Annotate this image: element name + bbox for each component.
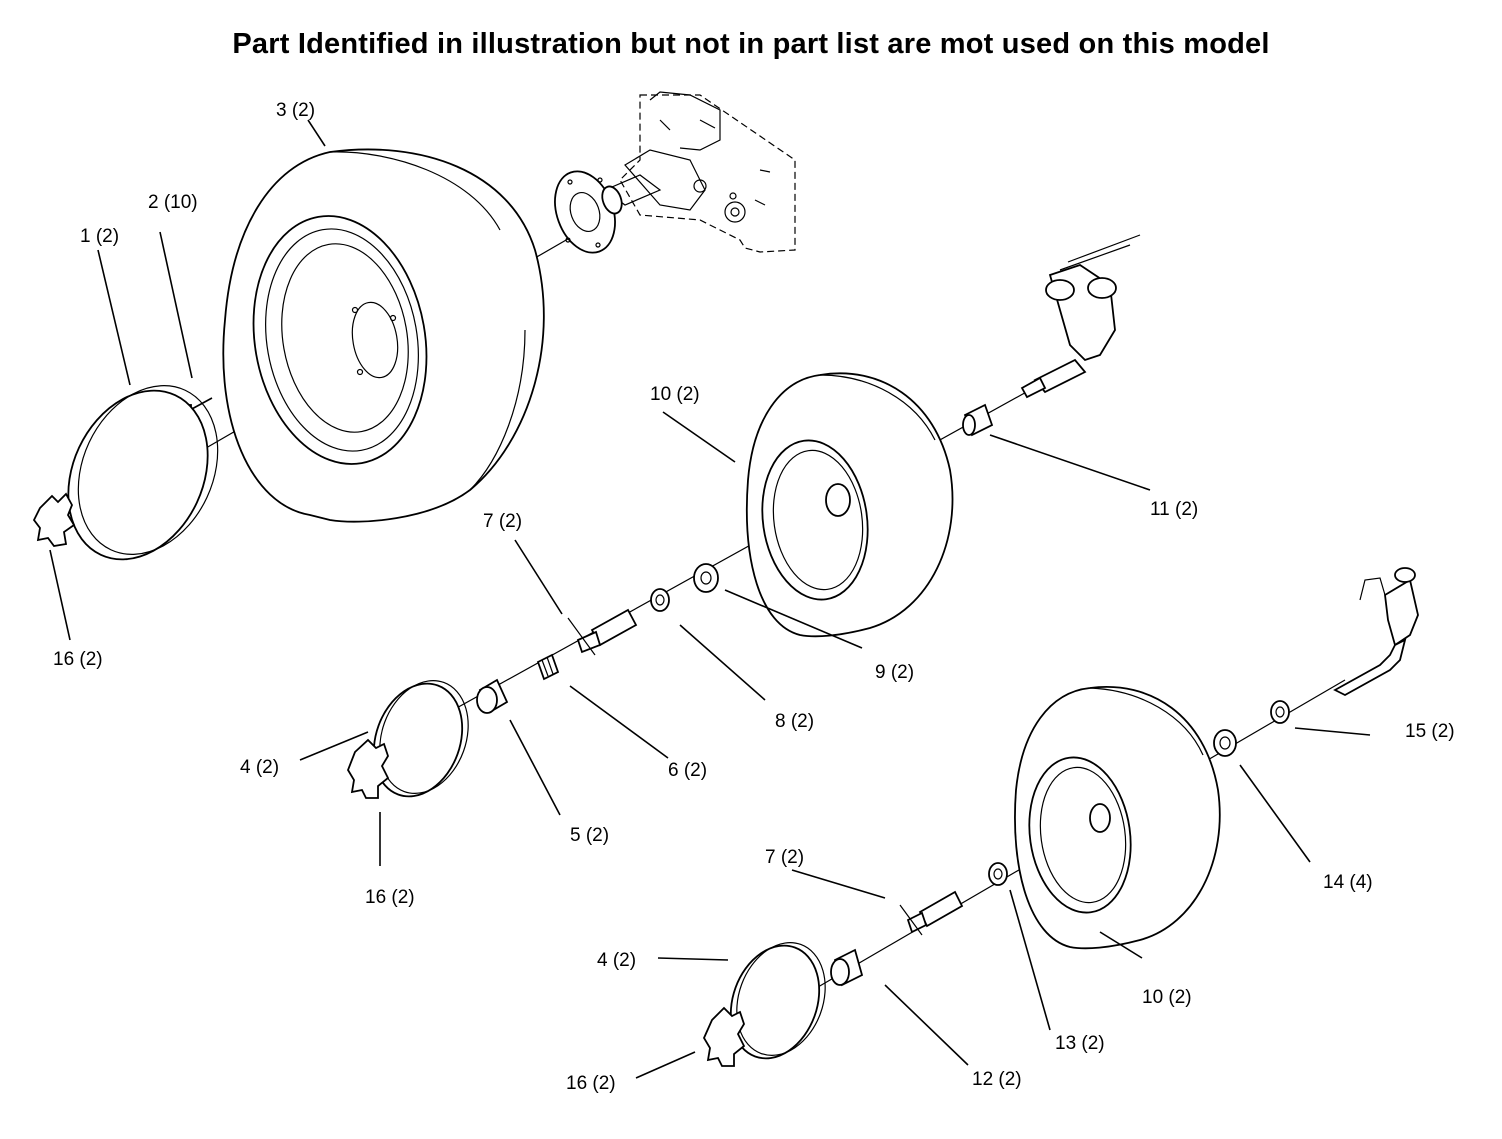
callout-labels: 1 (2) 2 (10) 3 (2) 4 (2) 4 (2) 5 (2) 6 (… [53, 100, 1455, 1094]
callout-14: 14 (4) [1323, 872, 1373, 893]
decal-upper [32, 492, 76, 547]
callout-7-upper: 7 (2) [483, 511, 522, 532]
washer-8 [650, 588, 670, 612]
washer-13 [988, 862, 1008, 886]
diagram-title: Part Identified in illustration but not … [232, 28, 1270, 60]
callout-10-lower: 10 (2) [1142, 987, 1192, 1008]
spacer-upper [962, 403, 994, 437]
rear-tire [222, 148, 545, 523]
callout-2: 2 (10) [148, 192, 198, 213]
callout-7-lower: 7 (2) [765, 847, 804, 868]
callout-16-upper: 16 (2) [53, 649, 103, 670]
decal-lower [702, 1006, 746, 1067]
callout-6: 6 (2) [668, 760, 707, 781]
callout-5: 5 (2) [570, 825, 609, 846]
callout-4-lower: 4 (2) [597, 950, 636, 971]
callout-1: 1 (2) [80, 226, 119, 247]
front-spindle-lower [1333, 567, 1419, 697]
nut-upper [536, 653, 560, 681]
callout-15: 15 (2) [1405, 721, 1455, 742]
leader-lines [49, 119, 1371, 1079]
callout-4-upper: 4 (2) [240, 757, 279, 778]
axle-bolt-lower [899, 890, 964, 936]
callout-3: 3 (2) [276, 100, 315, 121]
callout-8: 8 (2) [775, 711, 814, 732]
callout-16-lower: 16 (2) [566, 1073, 616, 1094]
bearing-upper [476, 678, 509, 714]
front-tire-upper [745, 372, 954, 638]
front-hub-cap-upper [372, 680, 469, 798]
washer-15 [1270, 700, 1290, 724]
callout-11: 11 (2) [1150, 499, 1198, 520]
bearing-lower [830, 948, 864, 987]
washer-14 [1213, 729, 1237, 757]
front-hub-cap-lower [729, 942, 826, 1060]
front-spindle-upper [1020, 234, 1141, 399]
axle-bolt-upper [567, 608, 638, 656]
transmission-housing [603, 91, 796, 253]
callout-13: 13 (2) [1055, 1033, 1105, 1054]
washer-9 [693, 563, 719, 593]
callout-12: 12 (2) [972, 1069, 1022, 1090]
callout-9: 9 (2) [875, 662, 914, 683]
hub-flange [554, 170, 623, 254]
callout-16-middle: 16 (2) [365, 887, 415, 908]
decal-middle [347, 738, 390, 799]
callout-10-upper: 10 (2) [650, 384, 700, 405]
front-tire-lower [1014, 686, 1221, 950]
rear-hub-cap [67, 385, 219, 561]
